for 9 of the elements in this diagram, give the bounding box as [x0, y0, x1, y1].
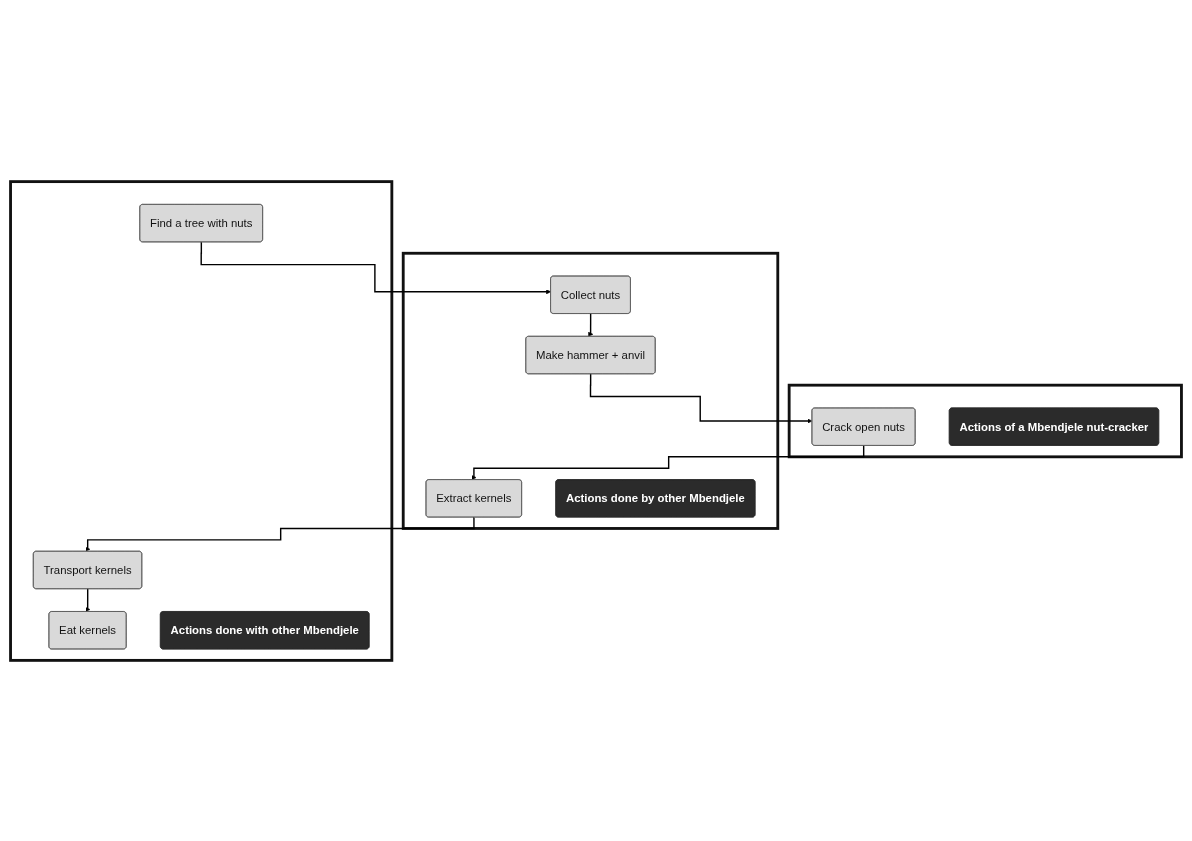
cluster	[9, 179, 394, 662]
cluster	[401, 251, 780, 530]
arrow	[471, 444, 865, 480]
arrow	[85, 516, 475, 552]
arrow	[588, 312, 594, 337]
arrow	[589, 372, 813, 423]
arrow	[200, 240, 552, 294]
arrow	[85, 587, 91, 612]
cluster	[787, 383, 1183, 458]
